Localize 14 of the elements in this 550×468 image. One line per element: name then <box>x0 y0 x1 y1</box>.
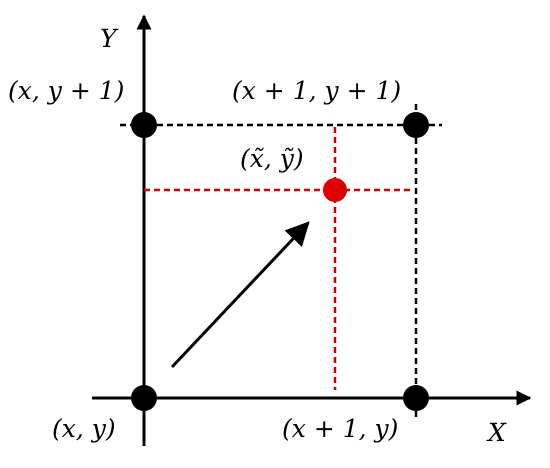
axis-label: X <box>488 420 506 445</box>
coordinate-label: (x, y + 1) <box>8 78 124 103</box>
coordinate-label: (x + 1, y + 1) <box>232 78 402 103</box>
point-dot <box>323 178 347 202</box>
grid-line <box>414 138 418 385</box>
coordinate-label: (x, y) <box>52 416 116 441</box>
point-dot <box>131 385 157 411</box>
coordinate-label: (x + 1, y) <box>282 416 398 441</box>
point-dot <box>403 385 429 411</box>
grid-line <box>157 124 403 126</box>
point-dot <box>403 112 429 138</box>
axis-label: Y <box>100 26 117 51</box>
point-dot <box>131 112 157 138</box>
coordinate-label: (x̃, ỹ) <box>240 146 304 171</box>
